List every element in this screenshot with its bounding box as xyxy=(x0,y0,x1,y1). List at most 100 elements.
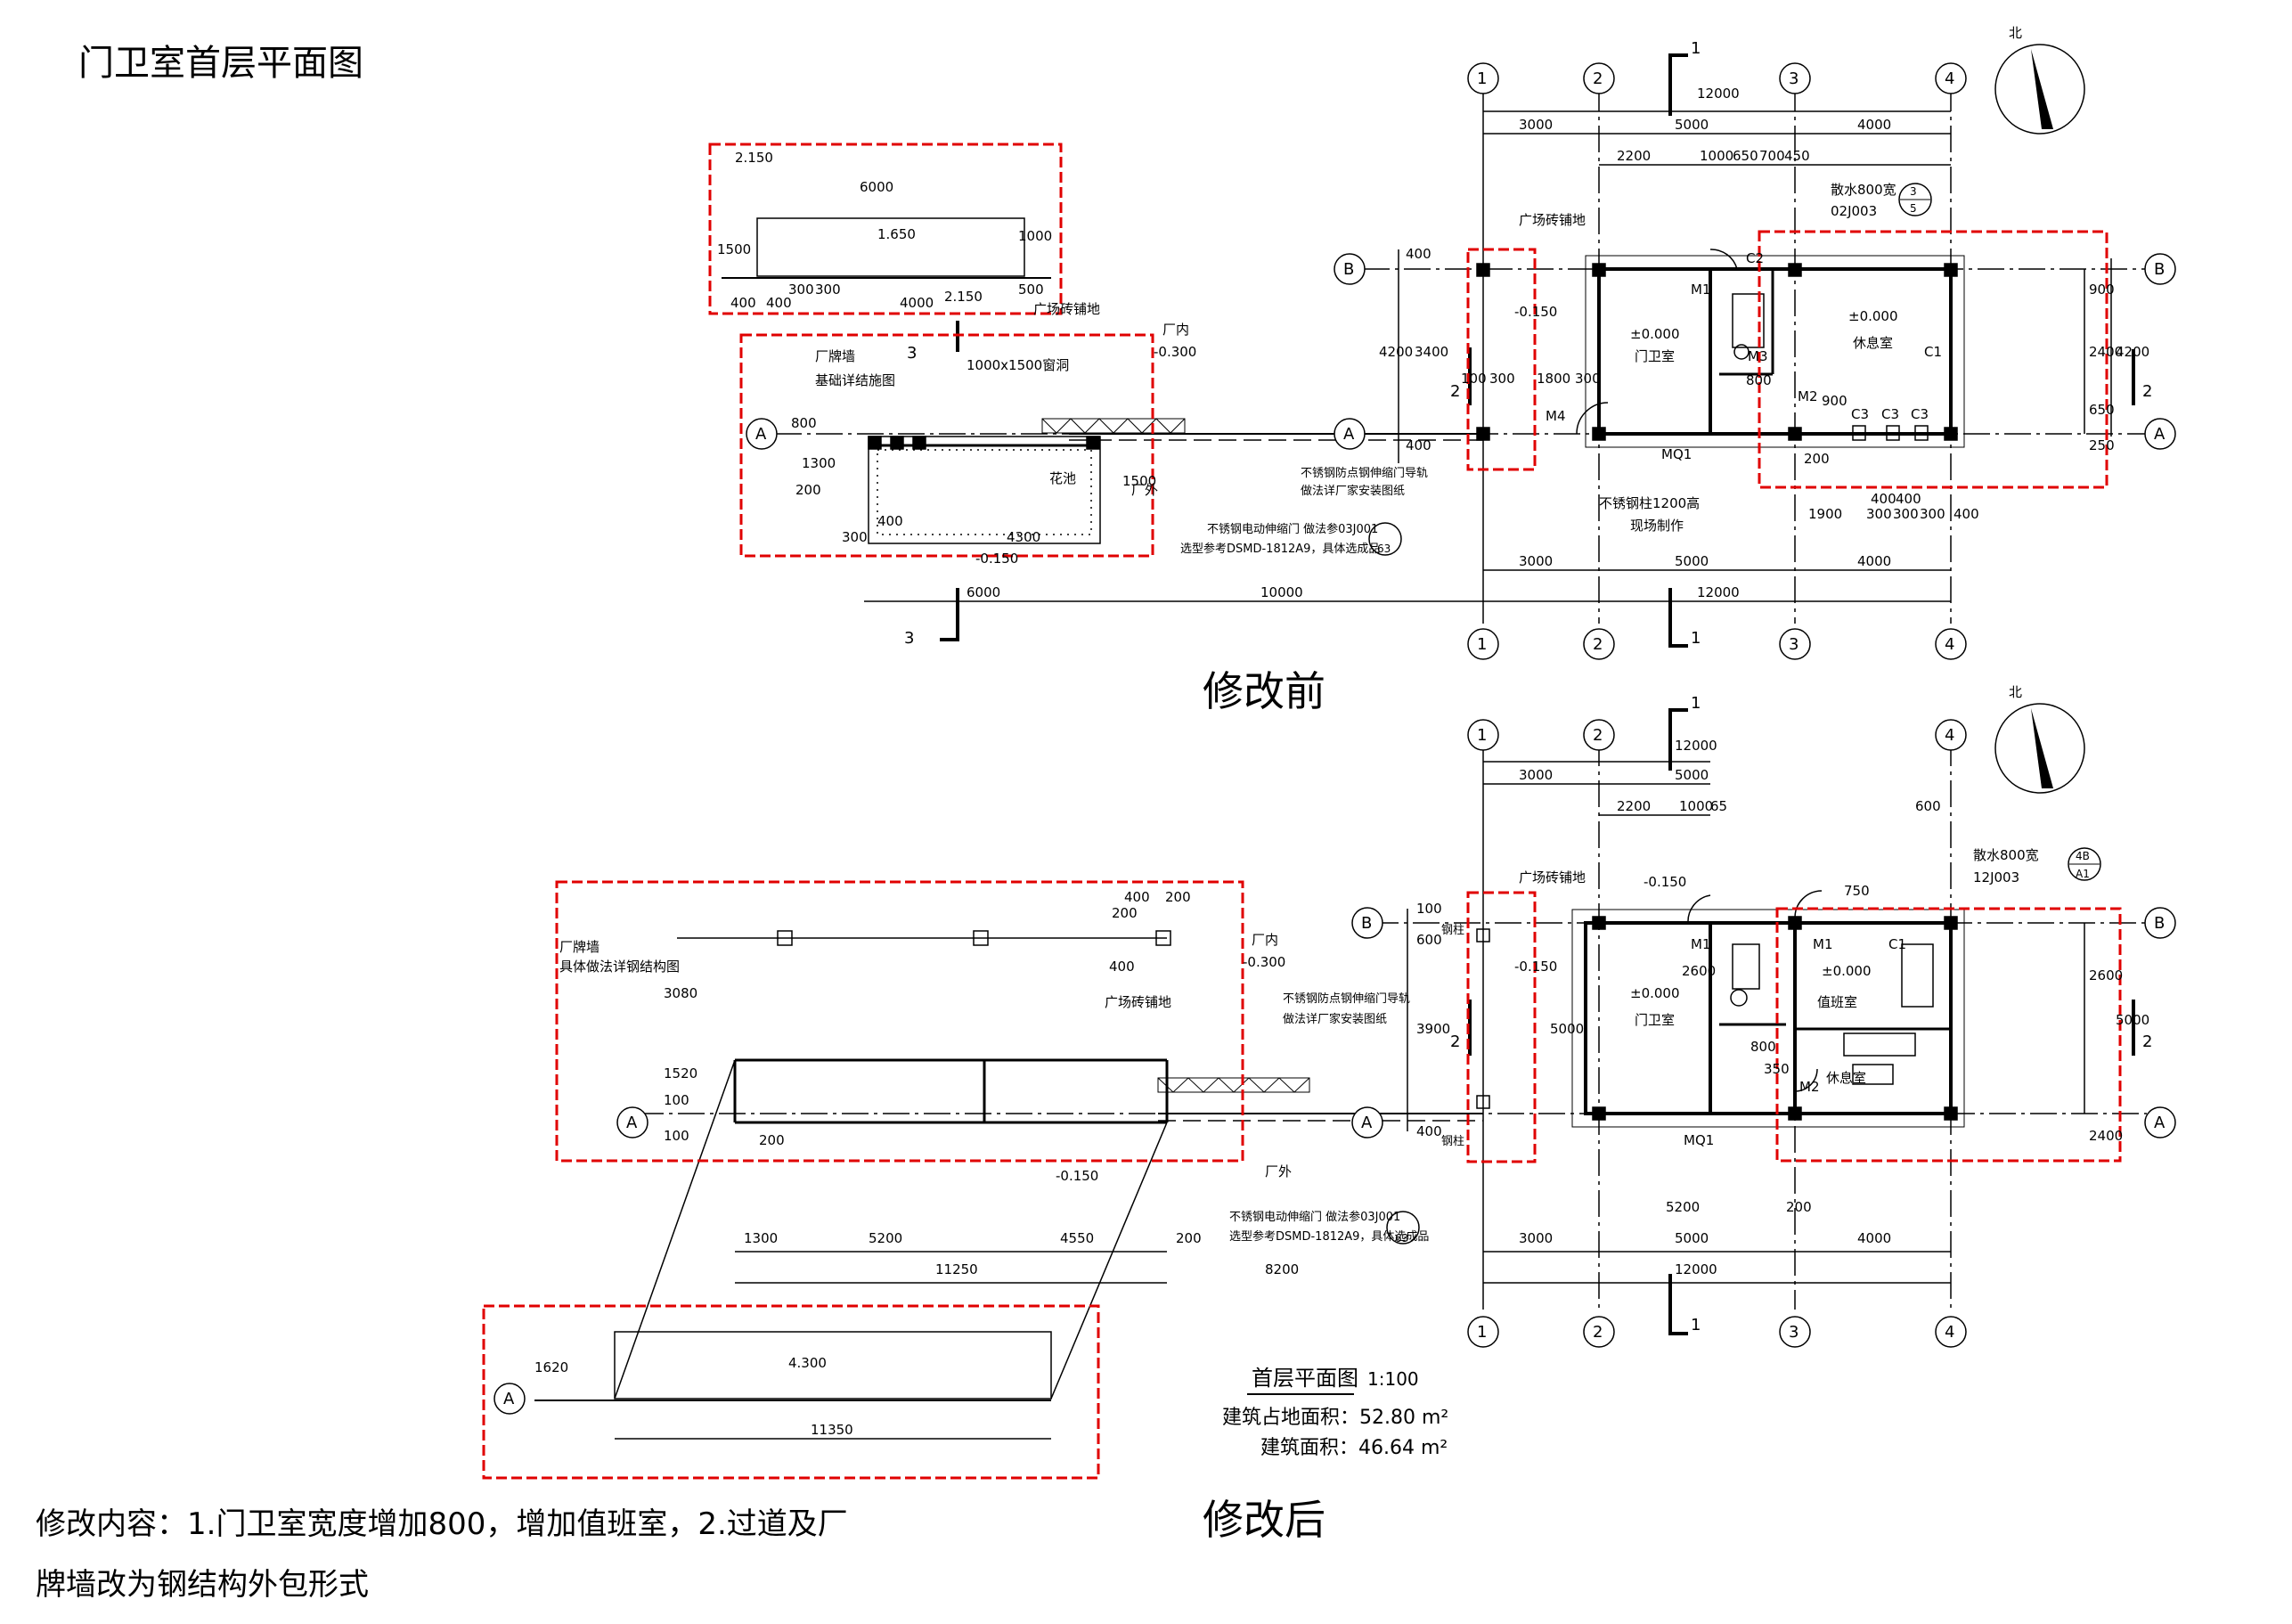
row-label: A xyxy=(2154,425,2166,444)
gate-dim: 300 xyxy=(815,282,841,298)
dim-text: 65 xyxy=(1710,798,1727,814)
dim-text: 400 xyxy=(1406,437,1431,453)
change-note-line1: 修改内容：1.门卫室宽度增加800，增加值班室，2.过道及厂 xyxy=(36,1506,848,1542)
axis-bubble-4 xyxy=(1935,62,1967,94)
label-factory-out: 厂外 xyxy=(1265,1163,1292,1179)
dim-text: 200 xyxy=(1165,889,1191,905)
door-label: M1 xyxy=(1813,936,1833,952)
column xyxy=(1788,916,1802,930)
steel-column xyxy=(1476,928,1490,943)
door-swing-m1 xyxy=(1709,249,1738,270)
column xyxy=(1944,1106,1958,1121)
axis-label: 4 xyxy=(1945,1323,1954,1342)
gate-dim: 400 xyxy=(877,513,903,529)
change-box xyxy=(1758,230,2108,489)
dim-text: 300 xyxy=(1920,506,1945,522)
row-label: A xyxy=(626,1114,638,1132)
sign-wall-body xyxy=(868,436,1101,544)
dim-text: 5000 xyxy=(1550,1021,1584,1037)
steel-column xyxy=(973,930,989,946)
dim-text: 1000 xyxy=(1700,148,1733,164)
axis-label: 4 xyxy=(1945,726,1954,745)
dim-text: 400 xyxy=(1416,1123,1442,1139)
gate-dim: 1.650 xyxy=(877,226,916,242)
column xyxy=(1944,263,1958,277)
gate-dim: 1000 xyxy=(1018,228,1052,244)
axis-bubble-3 xyxy=(1779,62,1811,94)
section-mark-3b xyxy=(940,588,959,641)
gate-elevation xyxy=(614,1331,1052,1400)
section-mark-1b xyxy=(1668,1274,1688,1335)
axis-bubble-B-right xyxy=(2144,253,2176,285)
dim-text: 3000 xyxy=(1519,117,1553,133)
dim-text: 250 xyxy=(2089,437,2115,453)
axis-label: 3 xyxy=(1789,635,1799,654)
bed xyxy=(1901,943,1934,1008)
label-room-rest: 休息室 xyxy=(1826,1070,1866,1086)
window-c3 xyxy=(1852,425,1866,441)
dim-text: 400 xyxy=(1406,246,1431,262)
axis-label: 2 xyxy=(1593,635,1603,654)
dim-text: 4000 xyxy=(1857,553,1891,569)
dim-text: 300 xyxy=(1893,506,1919,522)
dim-text: 1620 xyxy=(534,1359,568,1375)
dim-text: 10000 xyxy=(1260,584,1303,600)
axis-bubble-1-bottom xyxy=(1467,628,1499,660)
dim-text: 5200 xyxy=(1666,1199,1700,1215)
gate-dim: 200 xyxy=(795,482,821,498)
dim-text: 350 xyxy=(1764,1061,1790,1077)
label-level: -0.300 xyxy=(1243,954,1285,970)
label-level: ±0.000 xyxy=(1630,985,1680,1001)
axis-label: 4 xyxy=(1945,635,1954,654)
label-level: -0.150 xyxy=(1056,1168,1098,1184)
axis-label: 3 xyxy=(1789,1323,1799,1342)
label-gate: 选型参考DSMD-1812A9，具体选成品 xyxy=(1180,542,1380,556)
column xyxy=(1944,916,1958,930)
detail-ref-circle xyxy=(1386,1211,1420,1245)
label-drain: 散水800宽 xyxy=(1973,847,2039,863)
dim-text: 1800 xyxy=(1537,371,1570,387)
dim-text: 3000 xyxy=(1519,553,1553,569)
row-label: B xyxy=(2154,260,2165,279)
label-drain-idx: 3 xyxy=(1910,185,1917,198)
door-label: M2 xyxy=(1799,1079,1820,1095)
section-label: 2 xyxy=(2142,1032,2152,1051)
label-factory-out: 厂外 xyxy=(1131,482,1158,498)
section-label: 2 xyxy=(2142,382,2152,401)
column xyxy=(1476,263,1490,277)
gate-dim: -0.150 xyxy=(975,551,1018,567)
door-label: C3 xyxy=(1911,406,1929,422)
building-outline xyxy=(1584,921,1953,1115)
dim-text: 8200 xyxy=(1265,1261,1299,1277)
after-text: 1 2 4 1 2 3 4 B A B A A A 1 1 2 2 北 1200… xyxy=(503,684,2166,1459)
label-room-rest: 休息室 xyxy=(1853,335,1893,351)
label-window: 1000x1500窗洞 xyxy=(967,357,1069,373)
change-box xyxy=(1466,891,1537,1163)
label-level: ±0.000 xyxy=(1848,308,1898,324)
axis-bubble-A-gate xyxy=(746,418,778,450)
change-box xyxy=(1775,907,2122,1163)
column xyxy=(912,436,926,450)
dim-text: 3400 xyxy=(1415,344,1448,360)
dim-text: 3900 xyxy=(1416,1021,1450,1037)
before-label: 修改前 xyxy=(1203,667,1325,715)
label-level: -0.300 xyxy=(1154,344,1196,360)
door-label: M3 xyxy=(1748,348,1768,364)
window-c3 xyxy=(1886,425,1900,441)
column xyxy=(1788,427,1802,441)
axis-label: 2 xyxy=(1593,1323,1603,1342)
axis-bubble-2-bottom xyxy=(1583,628,1615,660)
dim-text: 200 xyxy=(1112,905,1138,921)
dim-text: 450 xyxy=(1784,148,1810,164)
axis-bubble-4-bottom xyxy=(1935,628,1967,660)
dim-text: 100 xyxy=(664,1092,689,1108)
dim-text: 3000 xyxy=(1519,1230,1553,1246)
label-level: 4.300 xyxy=(788,1355,827,1371)
axis-bubble-3-bottom xyxy=(1779,1316,1811,1348)
dim-text: 600 xyxy=(1416,932,1442,948)
gate-dim: 1300 xyxy=(802,455,836,471)
dim-text: 200 xyxy=(1176,1230,1202,1246)
label-gate-ref: 63 xyxy=(1395,1232,1408,1245)
label-flower: 花池 xyxy=(1049,470,1076,486)
gate-dim: 500 xyxy=(1018,282,1044,298)
